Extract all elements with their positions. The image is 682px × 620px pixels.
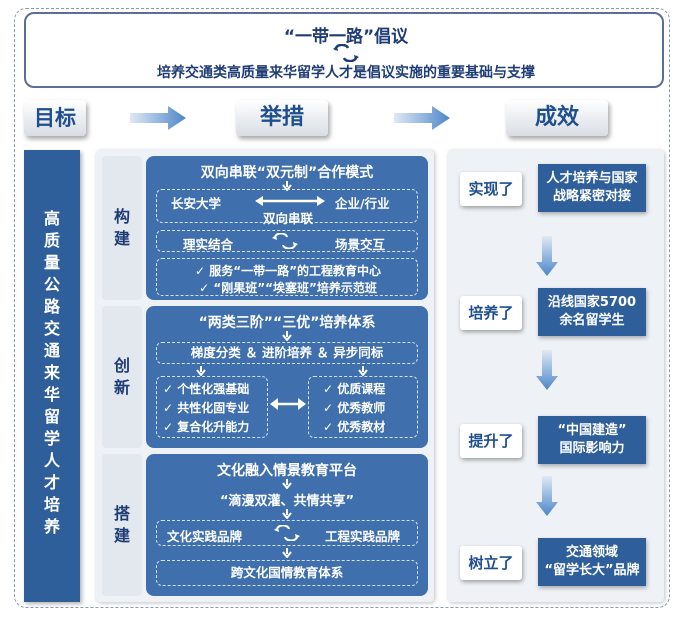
dual-partner-box: 长安大学 企业/行业 双向串联 xyxy=(156,189,418,226)
top-banner: “一带一路”倡议 培养交通类高质量来华留学人才是倡议实施的重要基础与支撑 xyxy=(24,12,664,88)
list-item: ✓ 优秀教材 xyxy=(323,420,386,434)
goal-bar: 高 质 量 公 路 交 通 来 华 留 学 人 才 培 养 xyxy=(24,150,80,602)
section-label-platform: 搭建 xyxy=(102,454,142,596)
section-label-innovate: 创新 xyxy=(102,306,142,448)
down-arrow-icon xyxy=(536,350,558,390)
result-box: 交通领域 “留学长大”品牌 xyxy=(538,538,646,586)
goal-char: 留 xyxy=(43,407,60,426)
section-label-build: 构建 xyxy=(102,156,142,300)
double-arrow-icon xyxy=(270,398,306,410)
goal-char: 培 xyxy=(43,495,60,514)
list-item: ✓ 复合化升能力 xyxy=(163,420,250,434)
outer-dashed-frame xyxy=(14,8,670,608)
down-arrow-icon xyxy=(536,476,558,516)
goal-char: 华 xyxy=(43,385,60,404)
cycle-arrows-icon xyxy=(274,525,300,541)
section-platform: 文化融入情景教育平台 “滴漫双灌、共情共享” 文化实践品牌 工程实践品牌 跨文化… xyxy=(146,454,428,596)
slogan: “滴漫双灌、共情共享” xyxy=(219,494,355,509)
cross-culture-box: 跨文化国情教育体系 xyxy=(156,560,418,586)
section-title: “两类三阶”“三优”培养体系 xyxy=(198,315,376,331)
result-box: 沿线国家5700 余名留学生 xyxy=(538,288,646,336)
goal-char: 质 xyxy=(43,231,60,250)
header-goal: 目标 xyxy=(24,100,86,136)
scene-interaction: 场景交互 xyxy=(335,237,386,252)
result-label: 培养了 xyxy=(460,296,522,330)
theory-practice: 理实结合 xyxy=(183,237,234,252)
down-arrow-icon xyxy=(358,366,368,376)
list-item: ✓ 个性化强基础 xyxy=(163,382,250,396)
goal-char: 养 xyxy=(43,517,60,536)
results-panel: 实现了 人才培养与国家 战略紧密对接 培养了 沿线国家5700 余名留学生 提升… xyxy=(448,150,664,602)
list-item: ✓ 服务“一带一路”的工程教育中心 xyxy=(194,264,381,278)
ability-box: ✓ 个性化强基础 ✓ 共性化固专业 ✓ 复合化升能力 xyxy=(156,376,268,438)
cycle-arrows-icon xyxy=(272,233,298,249)
goal-char: 高 xyxy=(43,209,60,228)
culture-brand: 文化实践品牌 xyxy=(167,529,243,544)
goal-char: 人 xyxy=(43,451,60,470)
list-item: ✓ “刚果班”“埃塞班”培养示范班 xyxy=(199,281,377,295)
result-label: 实现了 xyxy=(460,172,522,206)
result-label: 树立了 xyxy=(460,546,522,580)
engineering-brand: 工程实践品牌 xyxy=(325,529,401,544)
section-title: 双向串联“双元制”合作模式 xyxy=(200,165,374,181)
down-arrow-icon xyxy=(282,181,292,191)
list-item: ✓ 优质课程 xyxy=(323,382,386,396)
section-label-text: 创新 xyxy=(113,356,130,397)
right-arrow-icon xyxy=(394,106,450,130)
section-label-text: 构建 xyxy=(113,207,130,248)
section-label-text: 搭建 xyxy=(113,504,130,545)
goal-char: 量 xyxy=(43,253,60,272)
down-arrow-icon xyxy=(536,236,558,276)
goal-char: 公 xyxy=(43,275,60,294)
down-arrow-icon xyxy=(282,509,292,519)
banner-title: “一带一路”倡议 xyxy=(283,27,409,47)
down-arrow-icon xyxy=(282,479,292,489)
goal-char: 交 xyxy=(43,319,60,338)
cycle-arrows-icon xyxy=(333,44,359,62)
result-box: 人才培养与国家 战略紧密对接 xyxy=(538,164,646,212)
header-measures: 举措 xyxy=(236,100,328,136)
right-arrow-icon xyxy=(130,106,186,130)
measures-panel: 构建 双向串联“双元制”合作模式 长安大学 企业/行业 双向串联 理实结合 场景… xyxy=(96,150,434,602)
goal-char: 才 xyxy=(43,473,60,492)
gradient-box: 梯度分类 ＆ 进阶培养 ＆ 异步同标 xyxy=(156,342,418,364)
brand-box: 文化实践品牌 工程实践品牌 xyxy=(156,520,418,546)
banner-subtitle: 培养交通类高质量来华留学人才是倡议实施的重要基础与支撑 xyxy=(157,65,535,81)
list-item: ✓ 优秀教师 xyxy=(323,401,386,415)
partner-industry: 企业/行业 xyxy=(335,196,390,211)
dual-series-caption: 双向串联 xyxy=(262,211,313,226)
list-item: ✓ 共性化固专业 xyxy=(163,401,250,415)
goal-char: 学 xyxy=(43,429,60,448)
theory-practice-box: 理实结合 场景交互 xyxy=(156,230,418,252)
goal-char: 来 xyxy=(43,363,60,382)
result-label: 提升了 xyxy=(460,424,522,458)
section-innovate: “两类三阶”“三优”培养体系 梯度分类 ＆ 进阶培养 ＆ 异步同标 ✓ 个性化强… xyxy=(146,306,428,448)
down-arrow-icon xyxy=(196,366,206,376)
center-box: ✓ 服务“一带一路”的工程教育中心 ✓ “刚果班”“埃塞班”培养示范班 xyxy=(156,258,418,296)
goal-char: 通 xyxy=(43,341,60,360)
partner-university: 长安大学 xyxy=(171,196,222,211)
double-arrow-icon xyxy=(255,196,325,206)
result-box: “中国建造” 国际影响力 xyxy=(538,416,646,464)
header-results: 成效 xyxy=(506,100,608,136)
section-title: 文化融入情景教育平台 xyxy=(217,463,357,479)
section-build: 双向串联“双元制”合作模式 长安大学 企业/行业 双向串联 理实结合 场景交互 … xyxy=(146,156,428,300)
down-arrow-icon xyxy=(282,548,292,558)
resources-box: ✓ 优质课程 ✓ 优秀教师 ✓ 优秀教材 xyxy=(308,376,418,438)
down-arrow-icon xyxy=(282,331,292,341)
goal-char: 路 xyxy=(43,297,60,316)
